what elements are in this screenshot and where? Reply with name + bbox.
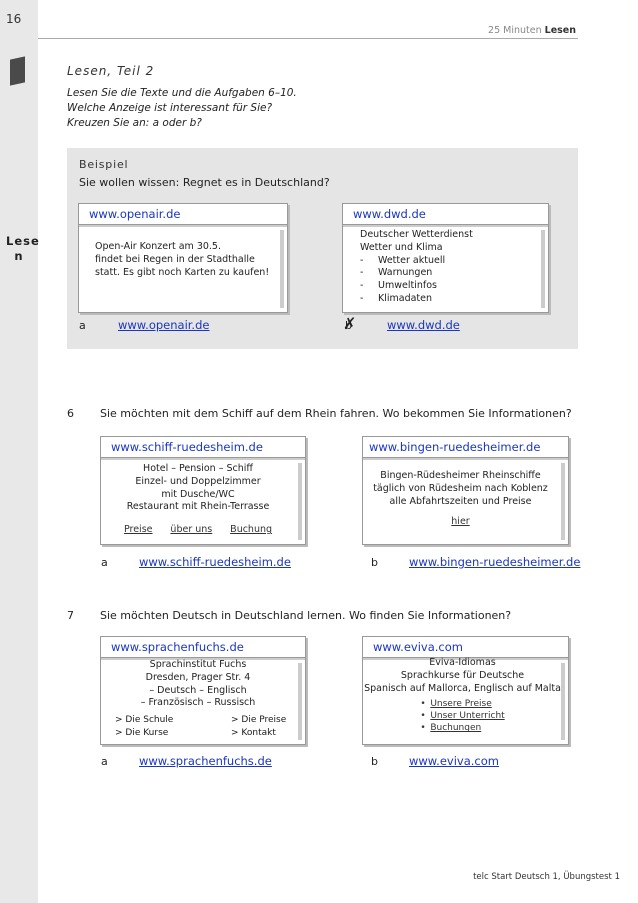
option-link-a[interactable]: www.openair.de (118, 318, 210, 332)
ad-link-preise[interactable]: Unsere Preise (420, 698, 504, 710)
left-sidebar (0, 0, 38, 903)
scrollbar (298, 463, 302, 540)
ad-text: Restaurant mit Rhein-Terrasse (126, 501, 270, 513)
page-footer: telc Start Deutsch 1, Übungstest 1 (473, 872, 620, 882)
ad-link-hier[interactable]: hier (451, 516, 470, 528)
option-link-a[interactable]: www.sprachenfuchs.de (139, 754, 272, 768)
ad-url: www.bingen-ruedesheimer.de (369, 440, 541, 454)
cross-mark-icon: ✗ (343, 314, 357, 333)
question-text: Sie möchten Deutsch in Deutschland lerne… (100, 609, 512, 622)
ad-link-preise[interactable]: Preise (123, 524, 153, 536)
ad-window-eviva: www.eviva.com Eviva-Idiomas Sprachkurse … (362, 636, 569, 745)
ad-list: Wetter aktuell Warnungen Umweltinfos Kli… (360, 255, 538, 306)
ad-text: Spanisch auf Mallorca, Englisch auf Malt… (364, 682, 561, 694)
ad-link-ueber-uns[interactable]: über uns (170, 524, 213, 536)
ad-text: Sprachinstitut Fuchs (149, 659, 247, 670)
ad-menu-kontakt[interactable]: > Kontakt (231, 727, 276, 738)
question-number: 6 (67, 407, 74, 420)
ad-url: www.eviva.com (373, 640, 463, 654)
option-link-b[interactable]: www.eviva.com (409, 754, 499, 768)
option-link-b[interactable]: www.bingen-ruedesheimer.de (409, 555, 581, 569)
ad-window-schiff: www.schiff-ruedesheim.de Hotel – Pension… (100, 436, 306, 545)
option-letter-b: b (371, 755, 378, 768)
list-item: Wetter aktuell (360, 255, 538, 268)
ad-text: Dresden, Prager Str. 4 (145, 671, 251, 683)
question-number: 7 (67, 609, 74, 622)
scrollbar (541, 230, 545, 308)
option-link-a[interactable]: www.schiff-ruedesheim.de (139, 555, 291, 569)
option-letter-a: a (79, 319, 86, 332)
ad-text: Deutscher Wetterdienst (360, 229, 473, 240)
example-label: Beispiel (79, 158, 129, 171)
header-divider (38, 38, 578, 39)
ad-link-buchungen[interactable]: Buchungen (420, 722, 504, 734)
list-item: Umweltinfos (360, 280, 538, 293)
ad-text: findet bei Regen in der Stadthalle (95, 253, 255, 265)
ad-link-unterricht[interactable]: Unser Unterricht (420, 710, 504, 722)
ad-text: Bingen-Rüdesheimer Rheinschiffe (380, 470, 541, 481)
ad-text: mit Dusche/WC (161, 488, 235, 500)
ad-text: statt. Es gibt noch Karten zu kaufen! (95, 266, 270, 278)
header-prefix: 25 Minuten (488, 25, 542, 36)
option-letter-a: a (101, 556, 108, 569)
scrollbar (280, 230, 284, 308)
ad-menu-schule[interactable]: > Die Schule (115, 715, 174, 725)
ad-text: Hotel – Pension – Schiff (143, 463, 253, 474)
instruction-line: Welche Anzeige ist interessant für Sie? (67, 102, 273, 114)
ad-window-openair: www.openair.de Open-Air Konzert am 30.5.… (78, 203, 288, 313)
ad-text: Einzel- und Doppelzimmer (135, 475, 261, 487)
option-link-b[interactable]: www.dwd.de (387, 318, 460, 332)
ad-url: www.openair.de (89, 207, 181, 221)
ad-text: alle Abfahrtszeiten und Preise (389, 495, 532, 507)
sidebar-section-label: Lese n (6, 234, 40, 263)
instruction-line: Lesen Sie die Texte und die Aufgaben 6–1… (67, 87, 297, 99)
page-number: 16 (6, 12, 22, 26)
ad-window-sprachenfuchs: www.sprachenfuchs.de Sprachinstitut Fuch… (100, 636, 306, 745)
question-text: Sie möchten mit dem Schiff auf dem Rhein… (100, 407, 572, 420)
header-section: Lesen (544, 25, 576, 36)
scrollbar (298, 663, 302, 740)
ad-url: www.dwd.de (353, 207, 426, 221)
ad-text: Open-Air Konzert am 30.5. (95, 241, 221, 252)
ad-url: www.sprachenfuchs.de (111, 640, 244, 654)
scrollbar (561, 463, 565, 540)
option-letter-b: b (345, 319, 352, 332)
task-title: Lesen, Teil 2 (67, 64, 155, 78)
ad-text: – Französisch – Russisch (140, 697, 256, 709)
section-marker-icon (10, 56, 25, 86)
ad-text: täglich von Rüdesheim nach Koblenz (373, 482, 548, 494)
header-title: 25 Minuten Lesen (488, 25, 576, 36)
option-letter-b: b (371, 556, 378, 569)
option-letter-a: a (101, 755, 108, 768)
list-item: Warnungen (360, 267, 538, 280)
ad-text: Wetter und Klima (360, 241, 443, 253)
ad-text: – Deutsch – Englisch (149, 684, 247, 696)
ad-text: Eviva-Idiomas (429, 657, 496, 668)
ad-menu-kurse[interactable]: > Die Kurse (115, 727, 169, 738)
ad-window-bingen: www.bingen-ruedesheimer.de Bingen-Rüdesh… (362, 436, 569, 545)
ad-window-dwd: www.dwd.de Deutscher Wetterdienst Wetter… (342, 203, 549, 313)
ad-text: Sprachkurse für Deutsche (400, 669, 525, 681)
list-item: Klimadaten (360, 293, 538, 306)
instruction-line: Kreuzen Sie an: a oder b? (67, 117, 202, 129)
ad-menu-preise[interactable]: > Die Preise (231, 715, 287, 725)
ad-url: www.schiff-ruedesheim.de (111, 440, 263, 454)
ad-list: Unsere Preise Unser Unterricht Buchungen (420, 698, 504, 734)
ad-link-buchung[interactable]: Buchung (230, 524, 273, 536)
scrollbar (561, 663, 565, 740)
example-question: Sie wollen wissen: Regnet es in Deutschl… (79, 176, 330, 189)
